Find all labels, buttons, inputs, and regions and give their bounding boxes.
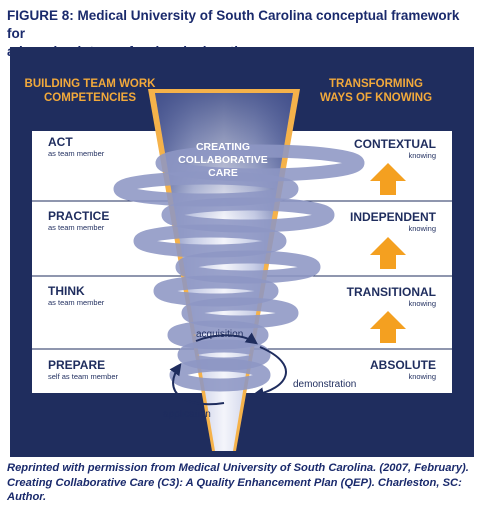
knowing-contextual: CONTEXTUAL: [354, 137, 436, 151]
demonstration-arrow: [251, 346, 287, 400]
application-arrow: [169, 363, 225, 406]
caption-line-2: Creating Collaborative Care (C3): A Qual…: [7, 476, 462, 504]
competency-think: THINK: [48, 284, 85, 298]
knowing-independent: INDEPENDENT: [350, 210, 437, 224]
funnel-label-line-3: CARE: [208, 167, 238, 179]
spiral-coil: [133, 224, 287, 258]
competency-think-sub: as team member: [48, 298, 105, 307]
competency-prepare: PREPARE: [48, 358, 105, 372]
left-header-line-1: BUILDING TEAM WORK: [25, 78, 157, 90]
learning-cycle: [169, 332, 287, 406]
figure-caption: Reprinted with permission from Medical U…: [7, 461, 479, 505]
framework-panel: BUILDING TEAM WORK COMPETENCIES TRANSFOR…: [10, 47, 474, 457]
right-header-line-2: WAYS OF KNOWING: [320, 92, 432, 104]
up-arrow-icon: [370, 237, 406, 269]
application-label: application: [163, 409, 211, 420]
framework-diagram: BUILDING TEAM WORK COMPETENCIES TRANSFOR…: [25, 78, 452, 451]
competency-act-sub: as team member: [48, 149, 105, 158]
figure-title-line-1: FIGURE 8: Medical University of South Ca…: [7, 8, 460, 41]
knowing-contextual-sub: knowing: [408, 151, 436, 160]
competency-act: ACT: [48, 135, 73, 149]
demonstration-label: demonstration: [293, 379, 356, 390]
up-arrow-icon: [370, 163, 406, 195]
funnel-label-line-2: COLLABORATIVE: [178, 154, 268, 166]
up-arrow-icon: [370, 311, 406, 343]
acquisition-arrow: [195, 332, 258, 345]
knowing-transitional-sub: knowing: [408, 299, 436, 308]
acquisition-label: acquisition: [196, 329, 243, 340]
knowing-independent-sub: knowing: [408, 224, 436, 233]
left-header-line-2: COMPETENCIES: [44, 92, 136, 104]
right-header-line-1: TRANSFORMING: [329, 78, 423, 90]
knowing-absolute-sub: knowing: [408, 372, 436, 381]
knowing-absolute: ABSOLUTE: [370, 358, 436, 372]
competency-practice-sub: as team member: [48, 223, 105, 232]
competency-practice: PRACTICE: [48, 209, 109, 223]
knowing-transitional: TRANSITIONAL: [347, 285, 436, 299]
competency-prepare-sub: self as team member: [48, 372, 119, 381]
funnel-label-line-1: CREATING: [196, 141, 250, 153]
caption-line-1: Reprinted with permission from Medical U…: [7, 462, 469, 474]
